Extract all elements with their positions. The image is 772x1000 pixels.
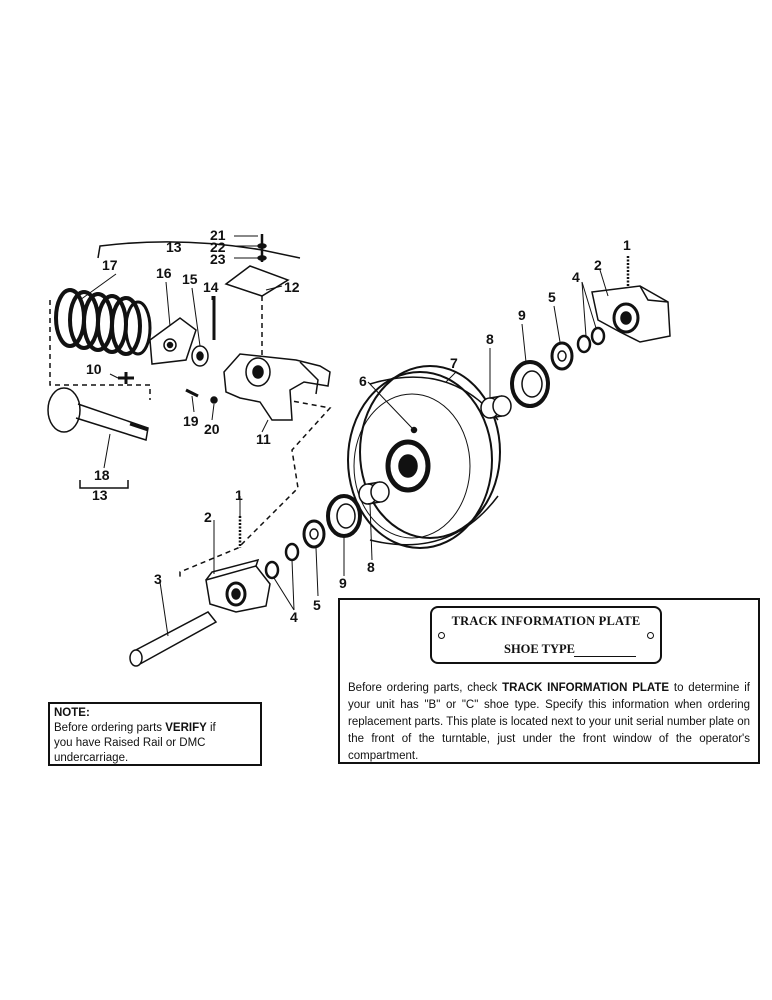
plate-hole-left — [438, 632, 445, 639]
washer — [257, 255, 267, 261]
callout-4-upper: 4 — [572, 269, 580, 285]
washer-5-lower — [302, 519, 326, 549]
callout-12: 12 — [284, 279, 300, 295]
note-title: NOTE: — [54, 707, 90, 719]
callout-3: 3 — [154, 571, 162, 587]
plate-shoe-type-blank — [574, 656, 636, 657]
callout-17: 17 — [102, 257, 118, 273]
callout-8-lower: 8 — [367, 559, 375, 575]
callout-19: 19 — [183, 413, 199, 429]
plate-shoe-type: SHOE TYPE — [504, 642, 575, 656]
info-text-post: to determine if your unit has "B" or "C"… — [348, 682, 750, 762]
note-verify: VERIFY — [165, 722, 207, 734]
callout-9-lower: 9 — [339, 575, 347, 591]
note-line-2: you have Raised Rail or DMC — [54, 737, 206, 749]
callout-7: 7 — [450, 355, 458, 371]
seal-lower — [326, 494, 362, 538]
callout-6: 6 — [359, 373, 367, 389]
seal-upper — [510, 360, 550, 408]
callout-20: 20 — [204, 421, 220, 437]
callout-5-upper: 5 — [548, 289, 556, 305]
note-box: NOTE: Before ordering parts VERIFY if yo… — [48, 702, 262, 766]
callout-5-lower: 5 — [313, 597, 321, 613]
bracket-lower — [205, 558, 271, 613]
nut — [191, 345, 209, 367]
plate-hole-right — [647, 632, 654, 639]
assembly-line-center — [179, 389, 332, 580]
info-text-pre: Before ordering parts, check — [348, 682, 503, 694]
leader-lines — [79, 235, 609, 637]
bolt-10 — [118, 372, 134, 384]
callout-15: 15 — [182, 271, 198, 287]
note-line-1: Before ordering parts VERIFY if — [54, 721, 256, 736]
bushing-lower — [358, 481, 390, 505]
assembly-line-left — [49, 300, 151, 400]
callout-18: 18 — [94, 467, 110, 483]
note-line-1-text: Before ordering parts — [54, 722, 166, 734]
callout-23: 23 — [210, 251, 226, 267]
callout-4-lower: 4 — [290, 609, 298, 625]
callout-22: 22 — [210, 239, 226, 255]
shaft — [129, 611, 218, 667]
callout-2-upper: 2 — [594, 257, 602, 273]
note-line-3: undercarriage. — [54, 752, 129, 764]
bracket-upper — [591, 285, 671, 343]
callout-2-lower: 2 — [204, 509, 212, 525]
callout-21: 21 — [210, 227, 226, 243]
plate-title: TRACK INFORMATION PLATE — [451, 614, 641, 628]
lock-washer — [257, 243, 267, 249]
callout-13-top: 13 — [166, 239, 182, 255]
callout-16: 16 — [156, 265, 172, 281]
oring-4d — [284, 542, 300, 562]
nut-20 — [210, 396, 218, 404]
callout-10: 10 — [86, 361, 102, 377]
cover-plate — [224, 265, 290, 297]
rod — [47, 387, 149, 441]
group-bracket-13-bottom — [79, 480, 129, 489]
callout-11: 11 — [256, 431, 271, 447]
info-text: Before ordering parts, check TRACK INFOR… — [348, 680, 750, 765]
callout-1-lower: 1 — [235, 487, 243, 503]
bolt-19 — [185, 388, 199, 398]
callout-8-upper: 8 — [486, 331, 494, 347]
track-information-plate: TRACK INFORMATION PLATE SHOE TYPE — [430, 606, 662, 664]
oring-4a — [576, 334, 592, 354]
bushing-upper — [480, 395, 512, 419]
callout-13-bottom: 13 — [92, 487, 108, 503]
washer-5-upper — [550, 341, 574, 371]
oring-4b — [590, 326, 606, 346]
track-info-box: TRACK INFORMATION PLATE SHOE TYPE Before… — [338, 598, 760, 764]
callout-9-upper: 9 — [518, 307, 526, 323]
coil-spring — [54, 288, 152, 356]
callout-14: 14 — [203, 279, 219, 295]
oring-4c — [264, 560, 280, 580]
callout-1-upper: 1 — [623, 237, 631, 253]
info-text-bold: TRACK INFORMATION PLATE — [502, 682, 670, 694]
note-line-1-end: if — [206, 722, 216, 734]
spring-plate — [149, 317, 197, 365]
yoke — [223, 353, 331, 421]
group-bracket-13-top — [97, 241, 301, 259]
idler-wheel — [347, 365, 501, 549]
